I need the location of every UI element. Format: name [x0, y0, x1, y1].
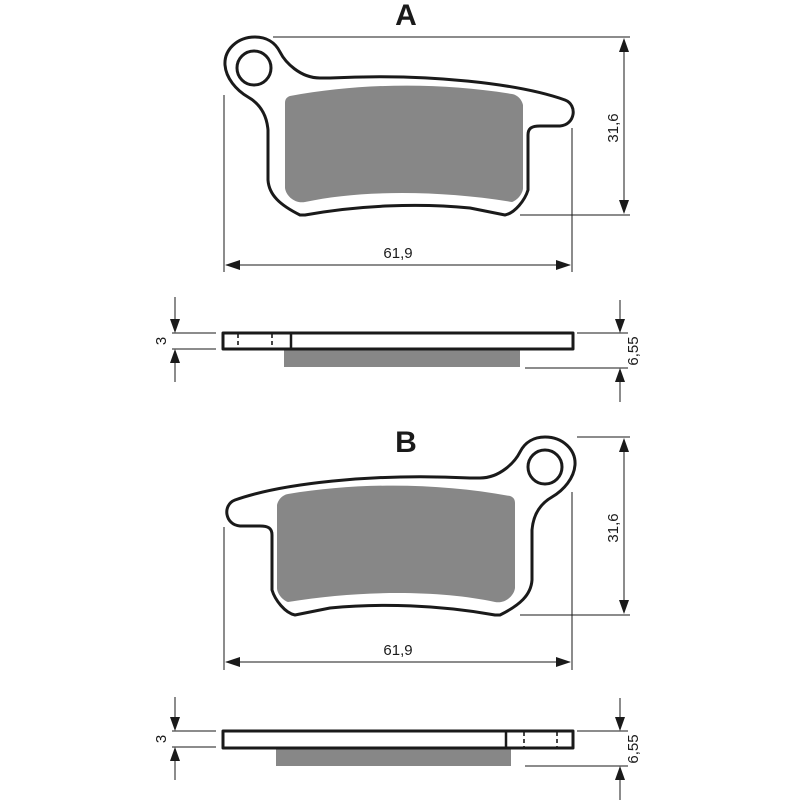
view-b-side-plate [221, 729, 575, 750]
view-b-side-friction [276, 749, 511, 766]
view-b-width-dim: 61,9 [383, 642, 412, 659]
view-a-friction-pad [285, 85, 523, 203]
view-a-front: A 31,6 61,9 [223, 0, 630, 272]
view-a-side-plate [221, 331, 575, 351]
view-b-height-dim: 31,6 [605, 513, 622, 542]
view-b-front: B 31,6 61,9 [223, 426, 630, 670]
view-a-plate-thickness: 3 [153, 337, 170, 345]
view-b-side: 3 6,55 [153, 697, 642, 800]
view-a-label: A [395, 0, 417, 32]
view-a-height-dim: 31,6 [605, 113, 622, 142]
view-a-side-friction [284, 350, 520, 367]
view-a-side: 3 6,55 [153, 297, 642, 402]
view-b-mounting-hole [526, 448, 564, 486]
view-b-plate-thickness: 3 [153, 735, 170, 743]
view-a-width-dim: 61,9 [383, 245, 412, 262]
view-b-total-thickness: 6,55 [625, 734, 642, 763]
view-a-mounting-hole [235, 49, 273, 87]
view-b-label: B [395, 426, 417, 459]
view-b-friction-pad [277, 485, 515, 603]
view-a-total-thickness: 6,55 [625, 336, 642, 365]
